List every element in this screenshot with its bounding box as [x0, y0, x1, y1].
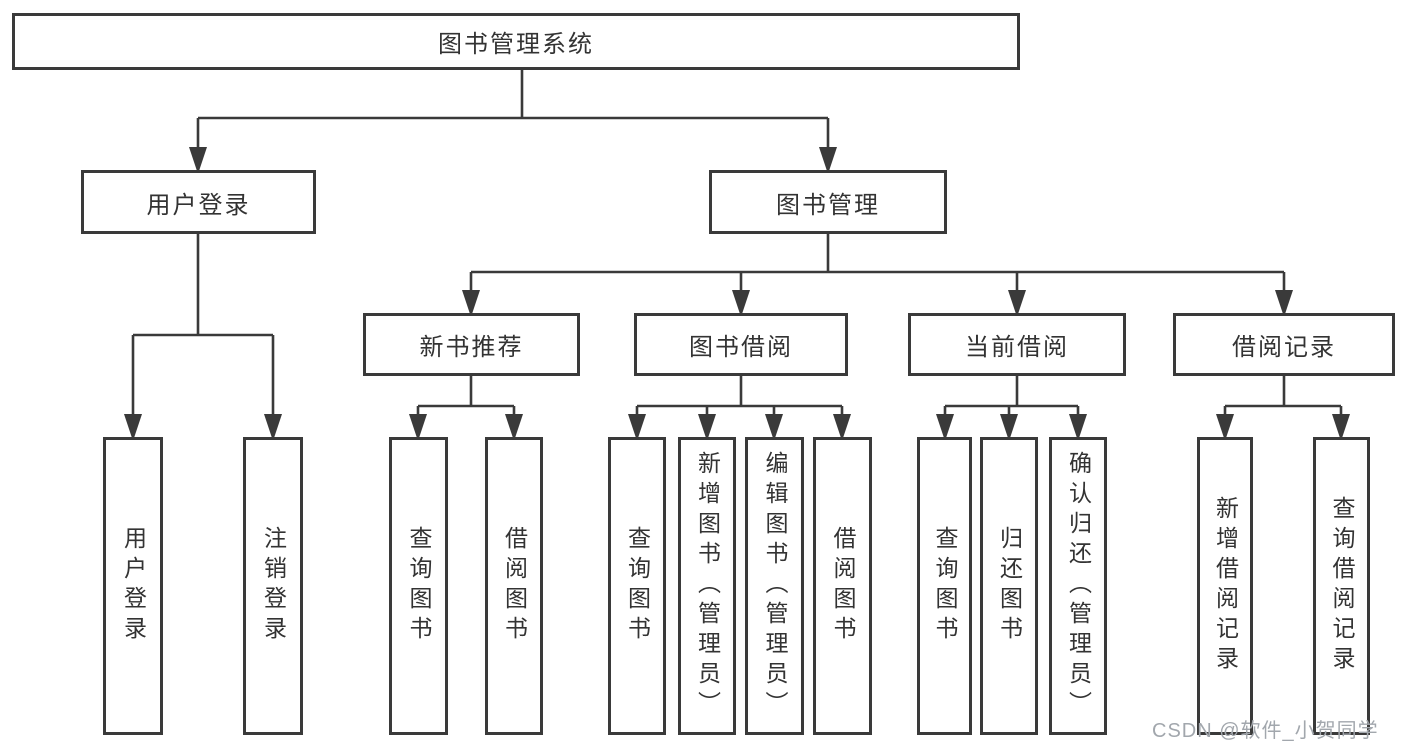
node-query-book-borrowing: 查询图书: [608, 437, 666, 735]
node-label: 新增图书（管理员）: [694, 451, 721, 721]
connector-new-book-to-children: [409, 376, 523, 441]
node-label: 注销登录: [260, 526, 287, 646]
csdn-watermark: CSDN @软件_小贺同学: [1152, 720, 1379, 742]
connector-book-borrowing-to-children: [628, 376, 851, 441]
node-borrow-book-recommend: 借阅图书: [485, 437, 543, 735]
node-add-borrowing-record: 新增借阅记录: [1197, 437, 1253, 735]
node-confirm-return-admin: 确认归还（管理员）: [1049, 437, 1107, 735]
node-label: 查询图书: [932, 526, 958, 646]
node-logout-operation: 注销登录: [243, 437, 303, 735]
node-label: 图书管理: [776, 191, 880, 219]
node-label: 用户登录: [120, 526, 147, 646]
connector-root-to-level2: [189, 70, 837, 174]
node-label: 借阅记录: [1232, 334, 1336, 361]
node-label: 当前借阅: [965, 334, 1069, 361]
node-user-login-operation: 用户登录: [103, 437, 163, 735]
node-current-borrowing: 当前借阅: [908, 313, 1126, 376]
node-book-borrowing: 图书借阅: [634, 313, 848, 376]
node-label: 新增借阅记录: [1212, 496, 1239, 676]
node-query-borrowing-record: 查询借阅记录: [1313, 437, 1370, 735]
node-user-login: 用户登录: [81, 170, 316, 234]
connector-current-borrowing-to-children: [936, 376, 1087, 441]
node-label: 查询图书: [406, 526, 432, 646]
node-new-book-recommendation: 新书推荐: [363, 313, 580, 376]
node-library-management-system: 图书管理系统: [12, 13, 1020, 70]
node-label: 图书管理系统: [438, 31, 594, 58]
node-label: 借阅图书: [501, 526, 528, 646]
node-label: 用户登录: [146, 191, 251, 219]
connector-borrowing-records-to-children: [1216, 376, 1350, 441]
node-label: 编辑图书（管理员）: [762, 451, 788, 721]
node-label: 查询图书: [624, 526, 651, 646]
node-return-book: 归还图书: [980, 437, 1038, 735]
node-label: 借阅图书: [830, 526, 856, 646]
node-query-book-current: 查询图书: [917, 437, 972, 735]
node-edit-book-admin: 编辑图书（管理员）: [745, 437, 804, 735]
node-label: 查询借阅记录: [1329, 496, 1355, 676]
node-borrowing-records: 借阅记录: [1173, 313, 1395, 376]
node-book-management: 图书管理: [709, 170, 947, 234]
node-borrow-book-borrowing: 借阅图书: [813, 437, 872, 735]
node-query-book-recommend: 查询图书: [389, 437, 448, 735]
connector-book-management-to-level3: [462, 234, 1293, 317]
node-label: 新书推荐: [419, 334, 524, 361]
connector-user-login-to-children: [124, 234, 282, 441]
node-label: 确认归还（管理员）: [1065, 451, 1092, 721]
node-label: 归还图书: [996, 526, 1023, 646]
node-add-book-admin: 新增图书（管理员）: [678, 437, 736, 735]
node-label: 图书借阅: [689, 334, 793, 361]
